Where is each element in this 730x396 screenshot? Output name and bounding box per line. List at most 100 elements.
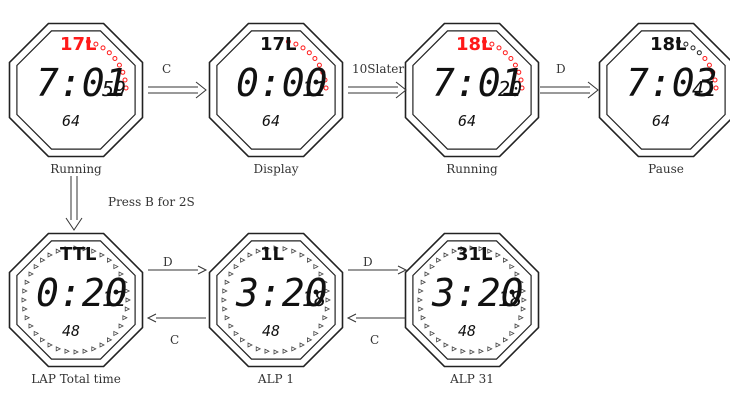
- ring-tick: [124, 288, 131, 294]
- transition-labels: C 10Slater D Press B for 2S D C D C: [108, 62, 566, 347]
- sub-readout: 48: [62, 322, 80, 340]
- arc-dot: [512, 62, 518, 68]
- time-readout: 7:01: [432, 61, 524, 105]
- time-readout: 0:20: [36, 271, 128, 315]
- time-readout: 0:00: [236, 61, 328, 105]
- ring-tick: [521, 297, 527, 303]
- arc-dot: [706, 62, 712, 68]
- ring-tick: [64, 348, 70, 354]
- ring-tick: [503, 257, 509, 263]
- ring-tick: [282, 246, 288, 252]
- arc-dot: [120, 69, 126, 75]
- arc-dot: [112, 56, 118, 61]
- ring-tick: [24, 315, 31, 321]
- sub-readout: 48: [262, 322, 280, 340]
- arc-dot: [85, 39, 91, 45]
- ring-tick: [47, 252, 53, 258]
- ring-tick: [478, 348, 484, 354]
- sub-readout: 64: [458, 112, 476, 130]
- arc-dot: [320, 69, 326, 75]
- arrow-running-to-pause: [540, 81, 599, 99]
- ring-tick: [91, 346, 97, 352]
- ring-tick: [118, 271, 124, 277]
- arc-dot: [489, 41, 495, 47]
- arc-dot: [518, 77, 524, 83]
- seconds-readout: 18: [302, 287, 326, 311]
- arc-dot: [316, 62, 322, 68]
- label-c-2: C: [170, 333, 179, 347]
- ring-tick: [247, 252, 253, 258]
- ring-tick: [33, 263, 40, 270]
- arrow-running-to-lap-total: [65, 176, 83, 231]
- ring-tick: [420, 315, 427, 321]
- label-d-2: D: [163, 255, 173, 269]
- arc-dot: [312, 56, 318, 61]
- ring-tick: [307, 337, 313, 343]
- ring-tick: [291, 248, 297, 254]
- lap-counter: 31L: [456, 244, 493, 265]
- arc-dot: [702, 56, 708, 61]
- ring-tick: [324, 306, 331, 312]
- arc-dot: [712, 77, 718, 83]
- arc-dot: [323, 85, 329, 91]
- sub-readout: 64: [652, 112, 670, 130]
- ring-tick: [307, 257, 313, 263]
- watch-inner-bezel: [216, 240, 336, 360]
- ring-tick: [99, 252, 105, 258]
- ring-tick: [318, 271, 324, 277]
- ring-tick: [495, 252, 501, 258]
- seconds-readout: 20: [498, 77, 522, 101]
- ring-tick: [273, 245, 279, 251]
- ring-tick: [222, 288, 228, 294]
- ring-tick: [40, 257, 46, 263]
- ring-tick: [240, 337, 246, 343]
- caption-w7: ALP 31: [449, 372, 494, 386]
- ring-tick: [424, 323, 430, 329]
- arc-dot: [519, 85, 525, 91]
- ring-tick: [224, 279, 231, 285]
- arc-dot: [100, 45, 106, 51]
- ring-tick: [291, 346, 297, 352]
- caption-w4: Pause: [648, 162, 684, 176]
- ring-tick: [429, 330, 436, 337]
- lap-counter: 1L: [260, 244, 284, 265]
- ring-tick: [82, 348, 88, 354]
- lap-counter: 17L: [260, 34, 297, 55]
- ring-tick: [99, 342, 105, 348]
- arc-dot: [496, 45, 502, 51]
- arrow-alp1-to-alp31: [348, 265, 408, 275]
- arc-dot: [123, 85, 129, 91]
- watch-inner-bezel: [16, 30, 136, 150]
- ring-tick: [124, 306, 131, 312]
- ring-tick: [22, 288, 28, 294]
- ring-tick: [418, 306, 424, 312]
- ring-tick: [255, 248, 262, 254]
- arc-dot: [322, 77, 328, 83]
- time-readout: 3:20: [235, 271, 328, 315]
- ring-tick: [122, 315, 128, 321]
- watch-faces: 17L7:015964Running17L0:001164Display18L7…: [8, 22, 730, 386]
- ring-tick: [518, 279, 524, 285]
- lap-counter: 18L: [650, 34, 687, 55]
- ring-tick: [460, 246, 466, 252]
- ring-tick: [436, 337, 442, 343]
- caption-w5: LAP Total time: [31, 372, 121, 386]
- ring-tick: [21, 297, 27, 303]
- ring-tick: [514, 323, 520, 329]
- caption-w1: Running: [50, 162, 102, 176]
- arc-dot: [93, 41, 99, 47]
- ring-tick: [299, 342, 305, 348]
- ring-tick: [264, 246, 270, 252]
- ring-tick: [322, 279, 328, 285]
- ring-tick: [107, 337, 113, 343]
- label-c-3: C: [370, 333, 379, 347]
- ring-tick: [224, 315, 231, 321]
- arc-dot: [116, 62, 122, 68]
- seconds-readout: 12: [102, 287, 126, 311]
- ring-tick: [22, 306, 28, 312]
